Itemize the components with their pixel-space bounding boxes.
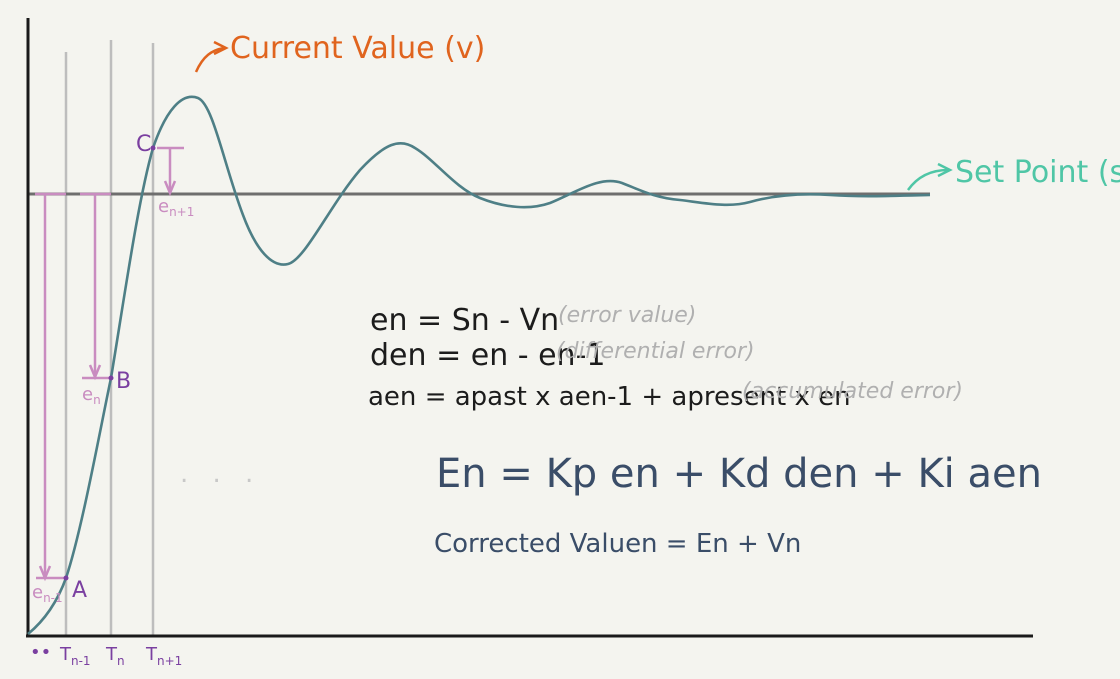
equation-accumulated-note: (accumulated error) xyxy=(742,379,963,404)
point-b-marker xyxy=(108,375,114,381)
equation-output: En = Kp en + Kd den + Ki aen xyxy=(436,451,1042,497)
set-point-pointer-head xyxy=(937,162,953,178)
point-a-label: A xyxy=(72,578,87,603)
time-tick-n-minus-1: Tn-1 xyxy=(59,644,91,668)
equation-error: en = Sn - Vn xyxy=(370,303,559,338)
error-arrow-n-minus-1 xyxy=(35,192,66,582)
error-label-n: en xyxy=(82,384,101,407)
current-value-pointer xyxy=(194,46,225,73)
point-a-marker xyxy=(63,575,69,581)
point-c-label: C xyxy=(136,132,151,157)
time-tick-n-plus-1: Tn+1 xyxy=(145,644,182,668)
point-b-label: B xyxy=(116,369,131,394)
error-label-n-minus-1: en-1 xyxy=(32,582,63,605)
point-c-marker xyxy=(150,145,156,151)
error-arrow-n-plus-1 xyxy=(157,146,184,197)
error-label-n-plus-1: en+1 xyxy=(158,196,194,219)
current-value-pointer-head xyxy=(213,40,229,56)
time-tick-n: Tn xyxy=(105,644,125,668)
equation-differential: den = en - en-1 xyxy=(370,338,606,373)
error-arrow-n xyxy=(80,192,111,381)
current-value-curve xyxy=(27,95,931,636)
current-value-label: Current Value (v) xyxy=(230,31,485,66)
equation-accumulated: aen = apast x aen-1 + apresent x en xyxy=(368,382,851,412)
set-point-pointer xyxy=(906,168,949,191)
equation-error-note: (error value) xyxy=(558,303,696,328)
equation-differential-note: (differential error) xyxy=(556,339,755,364)
set-point-label: Set Point (s) xyxy=(955,155,1120,190)
ellipsis: . . . xyxy=(180,459,261,489)
time-origin-label: •• xyxy=(30,642,51,663)
equation-corrected: Corrected Valuen = En + Vn xyxy=(434,529,801,559)
